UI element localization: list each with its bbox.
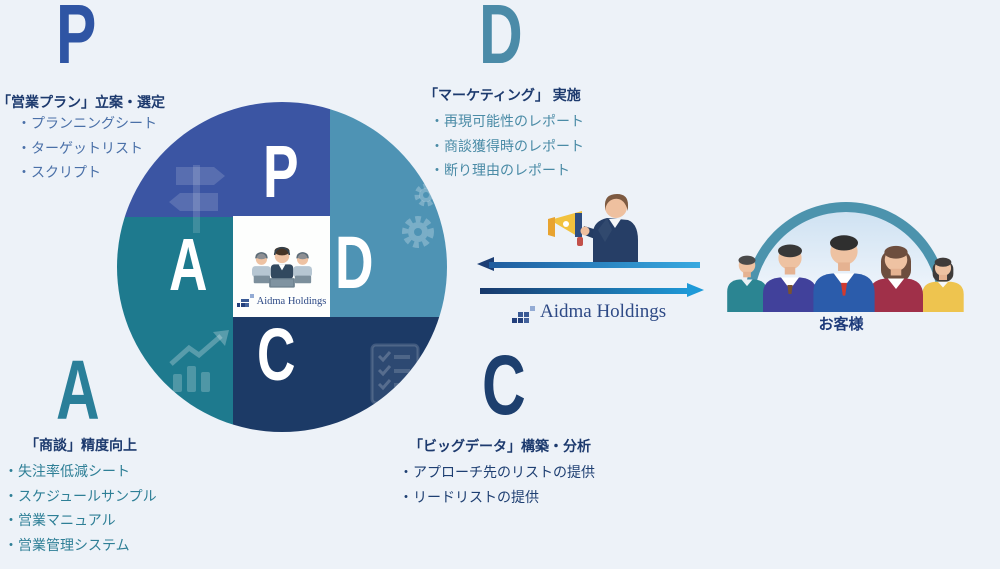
list-item: ・失注率低減シート [4,463,130,479]
aidma-logo-mark [236,294,254,307]
cycle-center-card: Aidma Holdings [233,216,330,317]
act-section-title: 「商談」精度向上 [25,437,137,453]
do-section-letter: D [479,0,523,81]
act-quadrant [117,217,233,432]
cycle-letter-do: D [335,221,374,304]
do-quadrant [330,102,447,317]
customers-label: お客様 [818,316,864,333]
cycle-letter-check: C [257,313,296,396]
company-name: Aidma Holdings [540,301,667,322]
list-item: ・断り理由のレポート [430,162,570,178]
center-company-logo: Aidma Holdings [236,294,327,307]
customer-person-icon [813,235,875,312]
company-logo: Aidma Holdings [512,301,666,323]
call-center-team-icon [251,246,312,288]
list-item: ・営業管理システム [4,536,130,553]
center-company-name: Aidma Holdings [256,296,327,307]
growth-chart-icon [169,330,229,392]
customer-person-icon [727,255,767,312]
list-item: ・リードリストの提供 [399,488,539,505]
do-section-title: 「マーケティング」 実施 [424,87,581,103]
check-section-letter: C [482,338,526,432]
plan-quadrant [117,102,330,217]
list-item: ・商談獲得時のレポート [430,137,584,154]
checklist-icon [370,343,420,405]
do-item-list: ・再現可能性のレポート ・商談獲得時のレポート ・断り理由のレポート [430,109,584,183]
signpost-icon [169,165,225,233]
cycle-letter-act: A [169,223,208,306]
plan-section-letter: P [56,0,97,81]
customer-person-icon [763,244,817,312]
list-item: ・アプローチ先のリストの提供 [399,464,595,480]
arrow-to-company [477,257,700,272]
list-item: ・ターゲットリスト [17,139,143,156]
megaphone-man-icon [548,194,638,263]
list-item: ・スクリプト [17,164,101,180]
customer-person-icon [869,245,923,312]
arrow-left-bar [489,262,700,268]
act-section-letter: A [56,343,100,437]
list-item: ・営業マニュアル [4,512,116,528]
check-quadrant [233,317,447,432]
list-item: ・スケジュールサンプル [4,487,157,504]
list-item: ・再現可能性のレポート [430,113,584,129]
act-item-list: ・失注率低減シート ・スケジュールサンプル ・営業マニュアル ・営業管理システム [4,459,157,557]
arrow-right-bar [480,288,692,294]
arrow-to-customers [480,283,704,298]
cycle-letter-plan: P [263,130,299,213]
check-section-title: 「ビッグデータ」構築・分析 [409,438,591,454]
aidma-logo-mark [512,306,535,323]
check-item-list: ・アプローチ先のリストの提供 ・リードリストの提供 [399,460,595,509]
gears-icon [402,183,438,248]
customer-person-icon [922,257,964,312]
customers-group-icon [710,200,990,312]
pdca-cycle-wheel: P D C A [117,102,447,432]
arrow-right-head [687,283,704,297]
